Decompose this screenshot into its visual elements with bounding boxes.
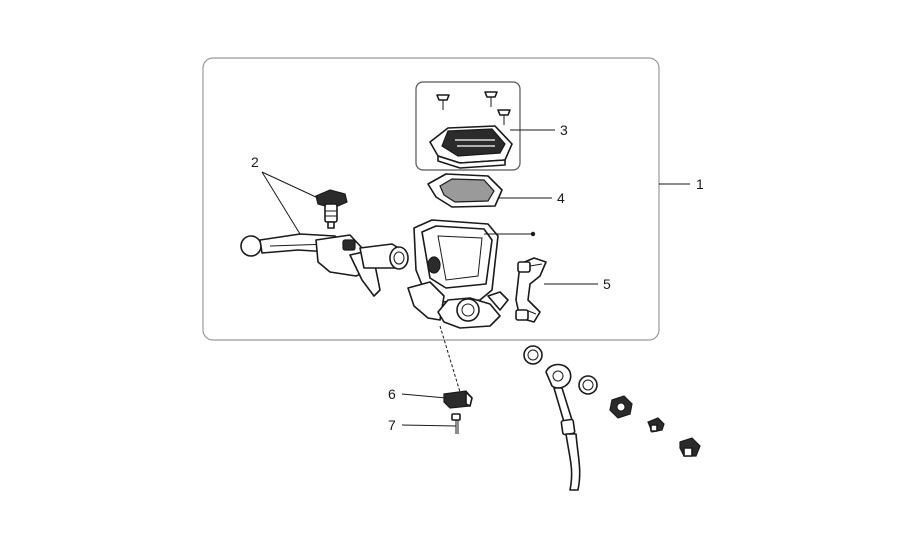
brake-lever (240, 233, 409, 297)
assembly-axis (439, 325, 461, 393)
lever-pivot-nut (443, 390, 473, 409)
assembly-frame (202, 57, 660, 341)
callout-6: 6 (388, 386, 396, 402)
bleeder-screw (647, 417, 665, 433)
callout-1: 1 (696, 176, 704, 192)
callout-4: 4 (557, 190, 565, 206)
banjo-bolt (609, 395, 633, 419)
cover-kit-frame (415, 81, 521, 171)
reservoir-cover (429, 125, 513, 169)
reservoir-diaphragm (427, 173, 503, 208)
callout-2: 2 (251, 154, 259, 170)
master-cylinder-body (407, 219, 509, 329)
bleeder-cap (679, 437, 701, 457)
lever-pivot-bolt (451, 413, 461, 434)
callout-7: 7 (388, 417, 396, 433)
adjuster-knob (315, 189, 348, 229)
cover-screws (436, 91, 511, 125)
callout-3: 3 (560, 122, 568, 138)
handlebar-clamp (515, 257, 547, 323)
callout-5: 5 (603, 276, 611, 292)
brake-hose-assembly (523, 345, 598, 491)
leader-lines (261, 129, 690, 427)
